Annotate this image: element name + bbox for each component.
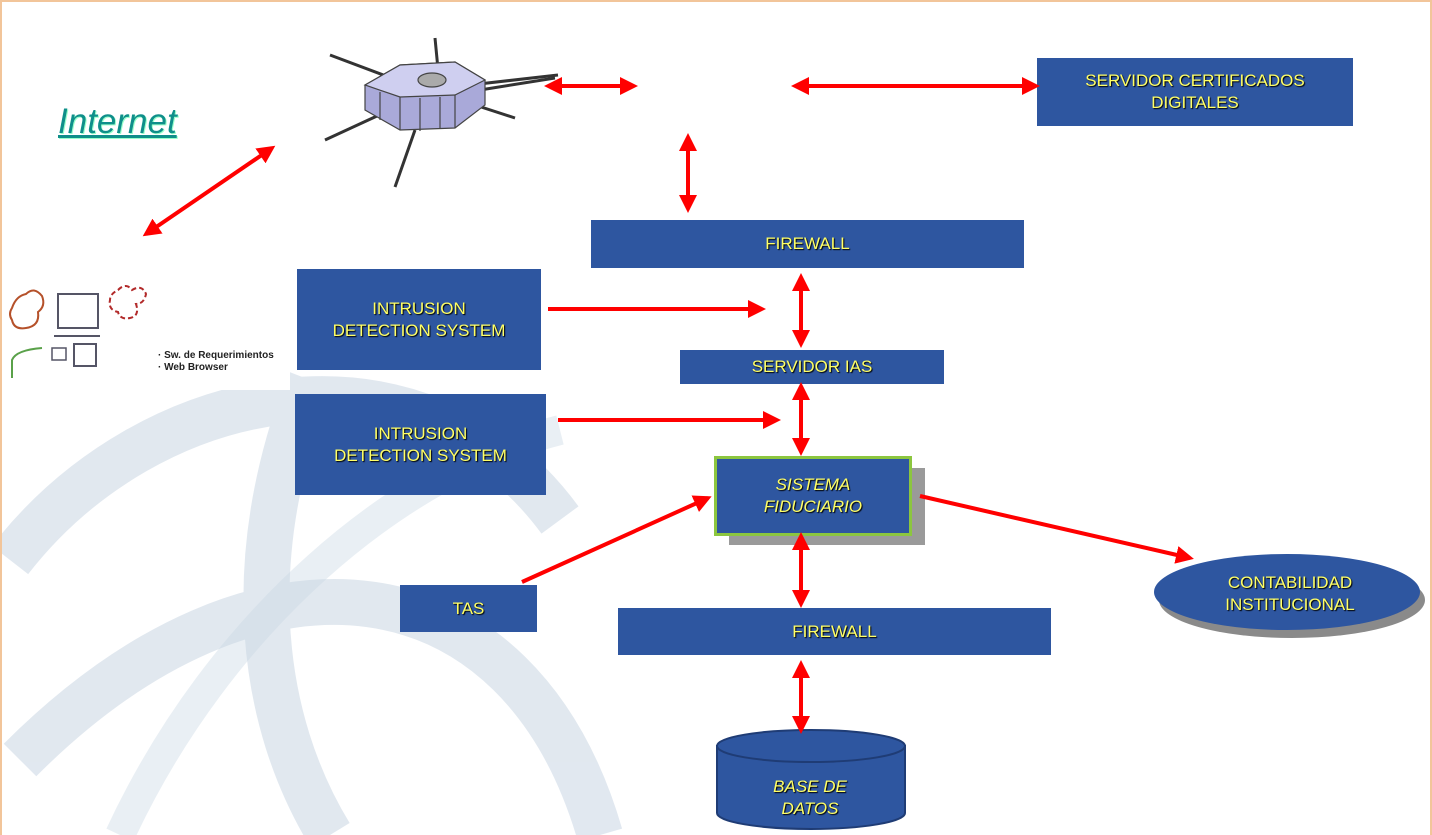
servidor-ias-node: SERVIDOR IAS — [680, 350, 944, 384]
legend-text: · Sw. de Requerimientos · Web Browser — [158, 350, 274, 374]
arrow-fiduciario-contabilidad — [919, 494, 1194, 564]
legend-item-web-browser: · Web Browser — [158, 362, 228, 373]
arrow-internet-legend — [142, 145, 276, 237]
servidor-certificados-node: SERVIDOR CERTIFICADOS DIGITALES — [1037, 58, 1353, 126]
tas-label: TAS — [452, 598, 485, 618]
arrow-tas-fiduciario — [521, 495, 712, 584]
firewall-top-label: FIREWALL — [765, 234, 850, 253]
intrusion-detection-label-2: INTRUSION DETECTION SYSTEM — [334, 423, 507, 465]
base-datos-node: BASE DE DATOS — [730, 768, 890, 828]
tas-node: TAS — [400, 585, 537, 632]
contabilidad-label: CONTABILIDAD INSTITUCIONAL — [1225, 573, 1355, 614]
firewall-bottom-node: FIREWALL — [618, 608, 1051, 655]
servidor-ias-label: SERVIDOR IAS — [751, 357, 873, 376]
intrusion-detection-label-1: INTRUSION DETECTION SYSTEM — [332, 298, 506, 340]
satellite-icon — [324, 37, 559, 188]
contabilidad-shape — [1154, 554, 1425, 638]
internet-title: Internet — [58, 102, 177, 141]
servidor-certificados-label: SERVIDOR CERTIFICADOS DIGITALES — [1085, 71, 1305, 112]
base-datos-shape — [716, 729, 906, 830]
sistema-fiduciario-node: SISTEMA FIDUCIARIO — [714, 456, 912, 536]
legend-item-sw-requerimientos: · Sw. de Requerimientos — [158, 350, 274, 361]
firewall-top-node: FIREWALL — [591, 220, 1024, 268]
firewall-bottom-label: FIREWALL — [792, 621, 877, 641]
base-datos-label: BASE DE DATOS — [773, 777, 847, 818]
contabilidad-node: CONTABILIDAD INSTITUCIONAL — [1180, 568, 1400, 620]
legend-panel: · Sw. de Requerimientos · Web Browser — [0, 268, 290, 390]
sistema-fiduciario-label: SISTEMA FIDUCIARIO — [763, 475, 863, 516]
intrusion-detection-node-1: INTRUSION DETECTION SYSTEM — [297, 269, 541, 370]
intrusion-detection-node-2: INTRUSION DETECTION SYSTEM — [295, 394, 546, 495]
legend-icons — [9, 285, 148, 378]
